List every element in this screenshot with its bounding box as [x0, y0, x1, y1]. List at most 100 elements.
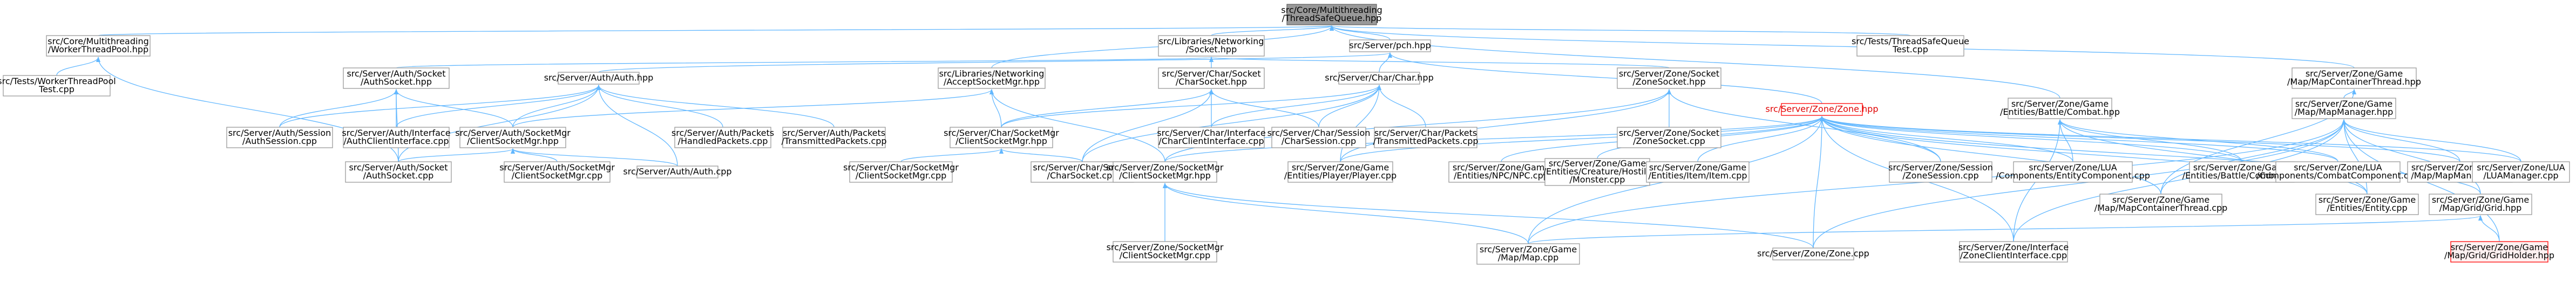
node-grid[interactable]: src/Server/Zone/Game/Map/Grid/Grid.hpp	[2429, 194, 2532, 215]
node-box	[2099, 194, 2222, 215]
node-label: src/Core/Multithreading	[48, 36, 148, 46]
node-accmgr[interactable]: src/Libraries/Networking/AcceptSocketMgr…	[938, 67, 1046, 89]
edge-wtp-to-tsq	[98, 25, 1333, 36]
node-layer: src/Core/Multithreading/ThreadSafeQueue.…	[0, 4, 2570, 265]
node-npc[interactable]: src/Server/Zone/Game/Entities/NPC/NPC.cp…	[1448, 161, 1554, 183]
node-box	[3, 75, 111, 97]
edge-zonecsm-to-zone	[1164, 116, 1824, 162]
edge-authsockcpp-to-auth	[398, 85, 601, 162]
edge-mapmgrcpp-to-zone	[1820, 116, 2460, 162]
node-label: src/Server/Zone/Game	[2432, 195, 2529, 205]
node-zonesock[interactable]: src/Server/Zone/Socket/ZoneSocket.hpp	[1617, 67, 1721, 89]
node-label: src/Server/Auth/SocketMgr	[455, 128, 571, 138]
node-authcsmcpp[interactable]: src/Server/Auth/SocketMgr/ClientSocketMg…	[499, 161, 615, 183]
node-player[interactable]: src/Server/Zone/Game/Entities/Player/Pla…	[1284, 161, 1397, 183]
node-label: /CharSession.cpp	[1282, 136, 1356, 146]
edge-charsess-to-charsock	[1209, 89, 1319, 128]
edge-authcpp-to-auth	[596, 85, 678, 167]
node-zonesockcpp[interactable]: src/Server/Zone/Socket/ZoneSocket.cpp	[1617, 127, 1721, 148]
node-auth[interactable]: src/Server/Auth/Auth.hpp	[544, 72, 654, 85]
edge-zonecsm-to-zonesock	[1164, 89, 1671, 162]
node-label: /ZoneSession.cpp	[1902, 170, 1978, 181]
edge-zonecpp-to-mapmgr	[1813, 119, 2346, 249]
edge-authcsm-to-accmgr	[512, 89, 994, 128]
node-charsock[interactable]: src/Server/Char/Socket/CharSocket.hpp	[1158, 67, 1265, 89]
node-charci[interactable]: src/Server/Char/Interface/CharClientInte…	[1157, 127, 1266, 148]
node-tpk[interactable]: src/Server/Auth/Packets/TransmittedPacke…	[781, 127, 887, 148]
edge-authcsmcpp-to-authcsm	[511, 148, 558, 162]
node-libsock[interactable]: src/Libraries/Networking/Socket.hpp	[1158, 35, 1265, 57]
node-authsock[interactable]: src/Server/Auth/Socket/AuthSocket.hpp	[343, 67, 450, 89]
edge-zone-to-pch	[1388, 52, 1822, 104]
node-wtp[interactable]: src/Core/Multithreading/WorkerThreadPool…	[46, 35, 151, 57]
node-box	[1448, 161, 1554, 183]
node-charcsm[interactable]: src/Server/Char/SocketMgr/ClientSocketMg…	[944, 127, 1059, 148]
edge-authci-to-auth	[396, 85, 601, 128]
node-label: src/Server/Char/Socket	[1162, 68, 1260, 79]
node-mapctcpp[interactable]: src/Server/Zone/Game/Map/MapContainerThr…	[2094, 194, 2228, 215]
node-box	[2429, 194, 2532, 215]
node-label: src/Server/Auth/Auth.hpp	[544, 73, 654, 83]
node-label: src/Server/Zone/Game	[2319, 195, 2416, 205]
edge-zonecsm-to-accmgr	[989, 89, 1165, 162]
node-pch[interactable]: src/Server/pch.hpp	[1349, 39, 1431, 52]
node-label: src/Core/Multithreading	[1281, 5, 1382, 15]
node-entity[interactable]: src/Server/Zone/Game/Entities/Entity.cpp	[2315, 194, 2419, 215]
node-zonecsm[interactable]: src/Server/Zone/SocketMgr/ClientSocketMg…	[1107, 161, 1224, 183]
node-label: /ClientSocketMgr.cpp	[1120, 250, 1211, 260]
node-authcpp[interactable]: src/Server/Auth/Auth.cpp	[623, 166, 732, 178]
node-label: src/Server/Zone/LUA	[2477, 162, 2565, 173]
node-zonecsmcpp[interactable]: src/Server/Zone/SocketMgr/ClientSocketMg…	[1107, 241, 1224, 263]
edge-entity-to-mapmgr	[2342, 119, 2368, 195]
node-luaec[interactable]: src/Server/Zone/LUA/Components/EntityCom…	[1996, 161, 2150, 183]
node-zonecpp[interactable]: src/Server/Zone/Zone.cpp	[1757, 247, 1869, 260]
node-label: /AcceptSocketMgr.hpp	[944, 77, 1040, 87]
node-box	[950, 127, 1053, 148]
edge-authcsm-to-authsock	[394, 89, 513, 128]
node-zone[interactable]: src/Server/Zone/Zone.hpp	[1765, 103, 1879, 116]
node-mapcpp[interactable]: src/Server/Zone/Game/Map/Map.cpp	[1476, 243, 1580, 265]
node-authsess[interactable]: src/Server/Auth/Session/AuthSession.cpp	[226, 127, 333, 148]
node-gridnode[interactable]: src/Server/Zone/Game/Map/Grid/GridHolder…	[2444, 241, 2554, 263]
node-label: /Entities/Item/Item.cpp	[1648, 170, 1747, 181]
node-hpk[interactable]: src/Server/Auth/Packets/HandledPackets.c…	[672, 127, 774, 148]
edge-charcsm-to-accmgr	[989, 89, 1002, 128]
node-charcsmcpp[interactable]: src/Server/Char/SocketMgr/ClientSocketMg…	[843, 161, 959, 183]
node-box	[938, 67, 1046, 89]
node-authsockcpp[interactable]: src/Server/Auth/Socket/AuthSocket.cpp	[345, 161, 452, 183]
node-label: /AuthSocket.hpp	[361, 77, 432, 87]
node-chartpk[interactable]: src/Server/Char/Packets/TransmittedPacke…	[1373, 127, 1479, 148]
edge-zonesess-to-zone	[1820, 116, 1941, 162]
node-luacc[interactable]: src/Server/Zone/LUA/Components/CombatCom…	[2256, 161, 2419, 183]
node-box	[345, 161, 452, 183]
node-authci[interactable]: src/Server/Auth/Interface/AuthClientInte…	[342, 127, 451, 148]
node-box	[2275, 161, 2401, 183]
node-box	[2472, 161, 2570, 183]
node-label: /Monster.cpp	[1570, 175, 1625, 185]
node-zonesess[interactable]: src/Server/Zone/Session/ZoneSession.cpp	[1888, 161, 1993, 183]
node-char[interactable]: src/Server/Char/Char.hpp	[1325, 72, 1434, 85]
node-box	[504, 161, 611, 183]
node-charsess[interactable]: src/Server/Char/Session/CharSession.cpp	[1267, 127, 1371, 148]
node-mapct[interactable]: src/Server/Zone/Game/Map/MapContainerThr…	[2287, 67, 2421, 89]
node-box	[1286, 4, 1377, 25]
node-luamgr[interactable]: src/Server/Zone/LUA/LUAManager.cpp	[2472, 161, 2570, 183]
node-box	[46, 35, 151, 57]
node-mapmgr[interactable]: src/Server/Zone/Game/Map/MapManager.hpp	[2292, 98, 2396, 119]
node-combat[interactable]: src/Server/Zone/Game/Entities/Battle/Com…	[2000, 98, 2120, 119]
node-box	[1617, 67, 1721, 89]
node-tsq[interactable]: src/Core/Multithreading/ThreadSafeQueue.…	[1281, 4, 1382, 25]
node-authcsm[interactable]: src/Server/Auth/SocketMgr/ClientSocketMg…	[455, 127, 571, 148]
node-item[interactable]: src/Server/Zone/Game/Entities/Item/Item.…	[1646, 161, 1750, 183]
edge-charci-to-char	[1211, 85, 1381, 128]
node-monster[interactable]: src/Server/Zone/Game/Entities/Creature/H…	[1543, 158, 1652, 186]
edge-authcpp-to-authcsm	[511, 148, 678, 167]
node-box	[2013, 161, 2133, 183]
node-box	[1617, 127, 1721, 148]
edge-mapmgrcpp-to-mapmgr	[2342, 119, 2460, 162]
node-label: /ClientSocketMgr.cpp	[856, 170, 947, 181]
node-label: Test.cpp	[1892, 44, 1928, 54]
node-zoneci[interactable]: src/Server/Zone/Interface/ZoneClientInte…	[1958, 241, 2069, 263]
